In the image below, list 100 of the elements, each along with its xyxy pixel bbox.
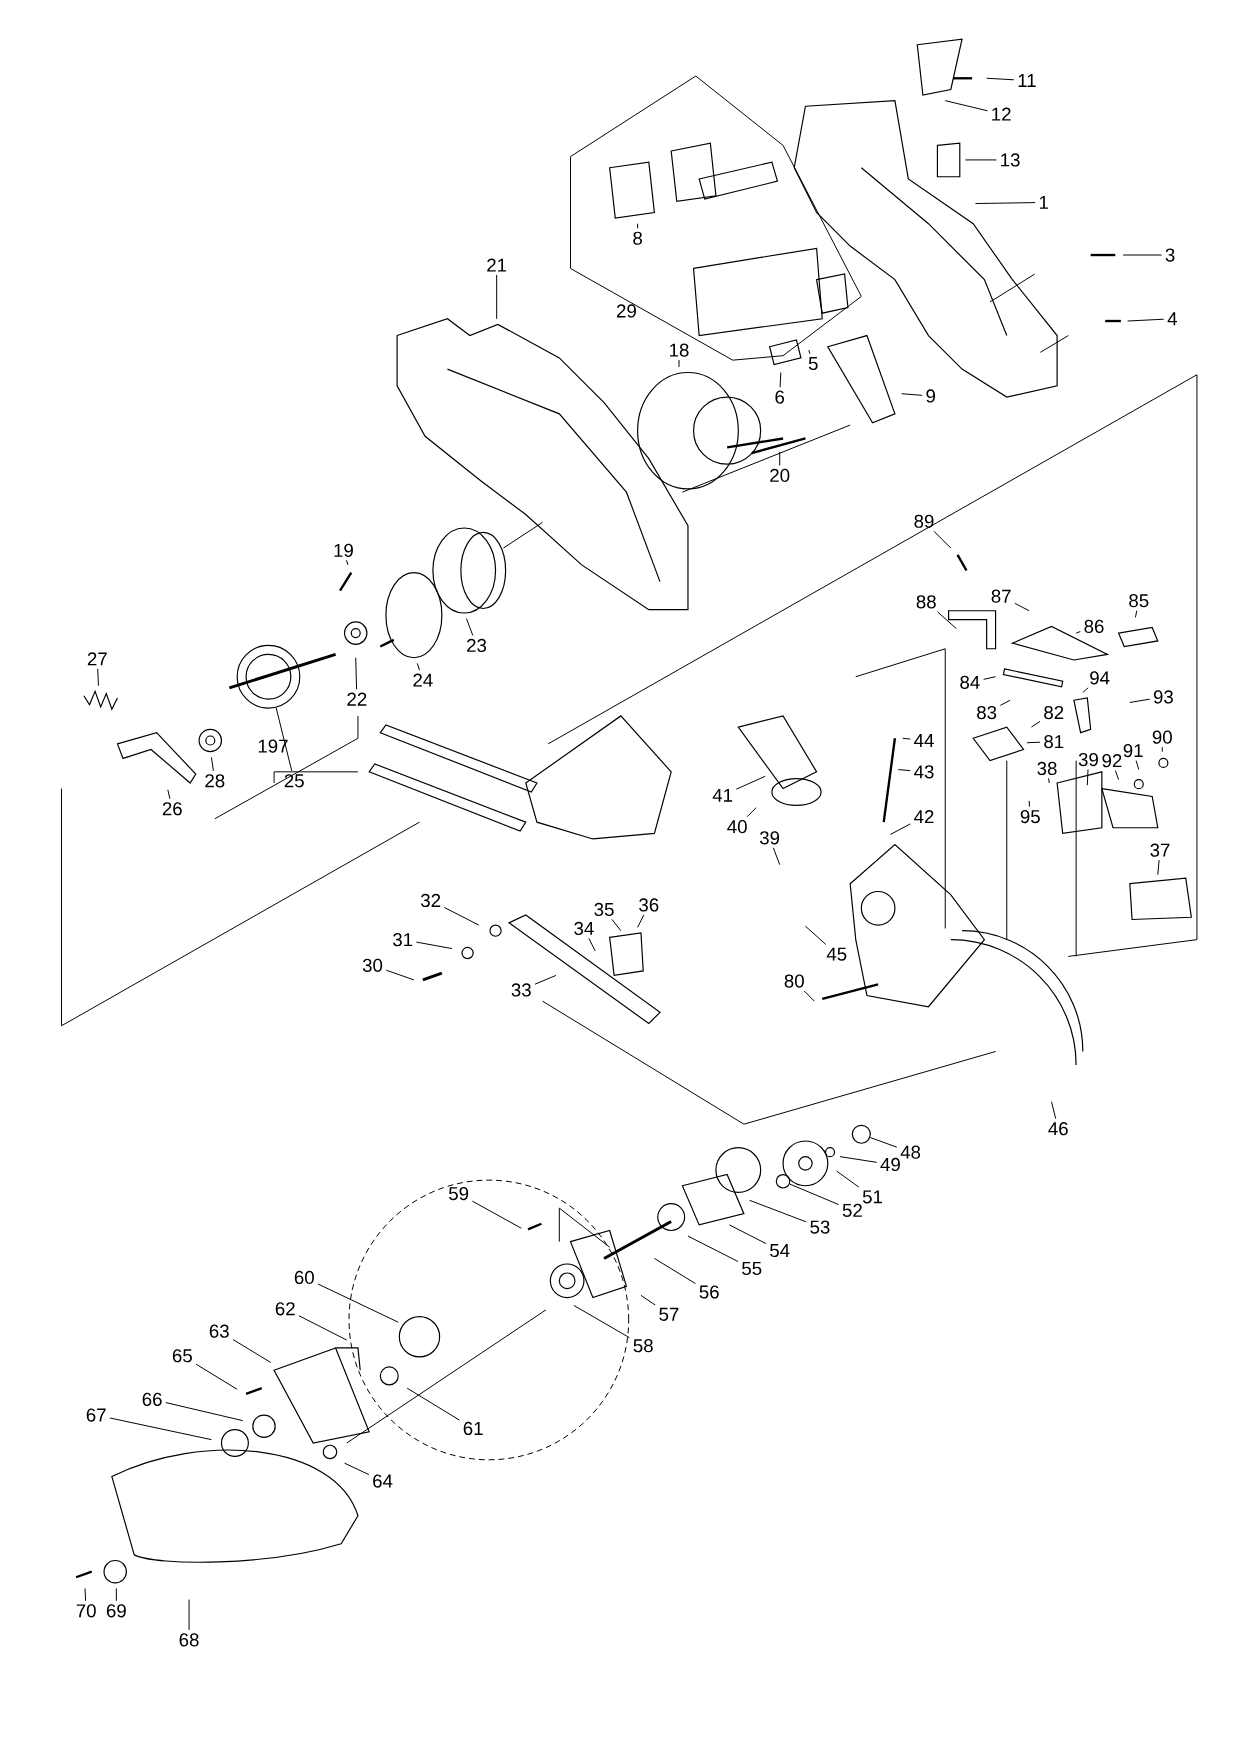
leader-line — [443, 907, 480, 926]
leader-line — [804, 925, 826, 945]
callout-number: 32 — [420, 893, 440, 908]
leader-line — [188, 1599, 190, 1631]
leader-line — [416, 662, 420, 671]
leader-line — [210, 756, 214, 772]
leader-line — [735, 775, 766, 790]
callout-number: 3 — [1165, 248, 1175, 262]
callout-number: 94 — [1089, 671, 1110, 685]
callout-number: 64 — [372, 1474, 393, 1488]
callout-number: 12 — [992, 107, 1011, 121]
leader-line — [165, 1402, 243, 1422]
callout-number: 39 — [1078, 752, 1098, 767]
callout-number: 67 — [86, 1408, 106, 1422]
leader-line — [1028, 800, 1030, 808]
callout-number: 29 — [616, 304, 636, 318]
callout-number: 92 — [1102, 754, 1122, 768]
callout-number: 18 — [669, 343, 689, 357]
callout-number: 87 — [991, 589, 1011, 603]
leader-line — [115, 1587, 117, 1602]
leader-line — [588, 937, 596, 952]
leader-line — [471, 1200, 522, 1229]
callout-number: 62 — [275, 1302, 295, 1316]
leader-line — [944, 100, 988, 112]
callout-number: 26 — [162, 802, 182, 816]
leader-line — [1135, 760, 1140, 771]
callout-number: 86 — [1084, 619, 1104, 633]
callout-number: 93 — [1153, 690, 1173, 704]
leader-line — [84, 1587, 86, 1602]
leader-line — [974, 202, 1036, 205]
leader-line — [933, 530, 952, 549]
callout-number: 24 — [413, 673, 433, 687]
leader-line — [1030, 721, 1041, 728]
leader-line — [640, 1294, 656, 1306]
callout-number: 1 — [1039, 196, 1048, 209]
leader-line — [772, 847, 780, 866]
leader-line — [406, 1387, 460, 1421]
leader-line — [982, 676, 996, 680]
callout-number: 69 — [106, 1604, 126, 1618]
leader-line — [902, 737, 911, 740]
callout-number: 23 — [466, 638, 486, 653]
callout-number: 59 — [448, 1186, 468, 1201]
leader-line — [109, 1417, 212, 1441]
callout-number: 51 — [862, 1190, 882, 1204]
leader-line — [803, 990, 815, 1002]
leader-line — [900, 393, 923, 396]
leader-line — [839, 1156, 877, 1163]
leader-line — [1086, 769, 1089, 786]
callout-number: 22 — [347, 692, 367, 706]
leader-line — [345, 559, 349, 566]
callout-number: 9 — [926, 389, 935, 403]
callout-number: 8 — [633, 231, 642, 245]
callout-number: 11 — [1018, 74, 1036, 87]
callout-number: 90 — [1152, 730, 1172, 744]
callout-number: 41 — [712, 788, 732, 802]
leader-line — [611, 918, 622, 932]
armature-gear — [236, 644, 301, 709]
leader-line — [836, 1170, 860, 1188]
leader-line — [167, 789, 171, 800]
leader-line — [1026, 741, 1041, 744]
leader-line — [728, 1224, 767, 1245]
leader-line — [897, 769, 911, 772]
leader-line — [1114, 770, 1119, 781]
leader-line — [1050, 1101, 1056, 1120]
leader-line — [1157, 859, 1160, 876]
callout-number: 49 — [880, 1157, 900, 1172]
callout-number: 48 — [900, 1145, 920, 1159]
callout-number: 80 — [784, 974, 804, 988]
leader-line — [1129, 698, 1150, 703]
callout-number: 34 — [574, 921, 594, 936]
callout-number: 65 — [172, 1349, 192, 1363]
callout-number: 39 — [759, 831, 779, 845]
callout-number: 58 — [633, 1339, 653, 1353]
leader-line — [232, 1339, 271, 1363]
callout-number: 43 — [913, 765, 934, 779]
leader-line — [779, 372, 782, 388]
callout-number: 84 — [960, 675, 980, 689]
callout-number: 36 — [638, 898, 659, 912]
callout-number: 55 — [741, 1262, 762, 1275]
callout-number: 57 — [659, 1307, 679, 1321]
ring — [775, 1173, 791, 1189]
callout-number: 4 — [1167, 312, 1177, 326]
leader-line — [936, 611, 957, 630]
leader-line — [746, 807, 757, 818]
leader-line — [636, 914, 645, 928]
callout-number: 19 — [334, 543, 353, 557]
leader-line — [869, 1137, 898, 1148]
leader-line — [465, 618, 474, 636]
callout-number: 88 — [916, 595, 936, 609]
callout-number: 28 — [205, 774, 225, 788]
callout-number: 60 — [294, 1270, 314, 1285]
callout-number: 82 — [1043, 705, 1063, 720]
callout-number: 70 — [76, 1604, 96, 1618]
callout-number: 63 — [209, 1324, 229, 1338]
callout-number: 56 — [699, 1285, 719, 1299]
callout-number: 38 — [1037, 761, 1057, 776]
leader-line — [779, 451, 780, 466]
leader-line — [343, 1462, 370, 1476]
callout-number: 45 — [826, 947, 847, 961]
leader-line — [97, 668, 99, 687]
